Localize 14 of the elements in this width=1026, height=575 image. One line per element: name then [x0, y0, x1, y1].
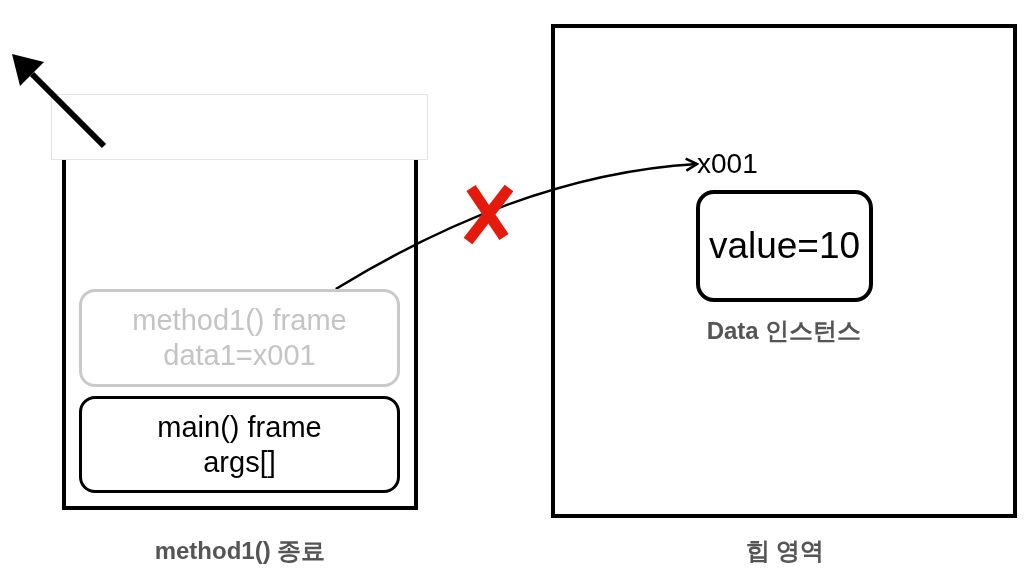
- frame-variable: data1=x001: [163, 338, 316, 373]
- instance-value: value=10: [708, 223, 861, 268]
- stack-frame: [79, 289, 400, 387]
- frame-variable: args[]: [203, 444, 276, 480]
- area-caption: 힙 영역: [745, 536, 825, 566]
- stack-lid: [51, 94, 428, 160]
- area-caption: method1() 종료: [154, 536, 326, 566]
- reference-arrow: [335, 157, 699, 291]
- frame-title: method1() frame: [132, 303, 347, 338]
- frame-title: main() frame: [157, 409, 322, 445]
- instance-caption: Data 인스턴스: [706, 316, 862, 346]
- stack-frame: [79, 396, 400, 493]
- instance-box: [696, 190, 873, 302]
- address-label: x001: [697, 150, 758, 178]
